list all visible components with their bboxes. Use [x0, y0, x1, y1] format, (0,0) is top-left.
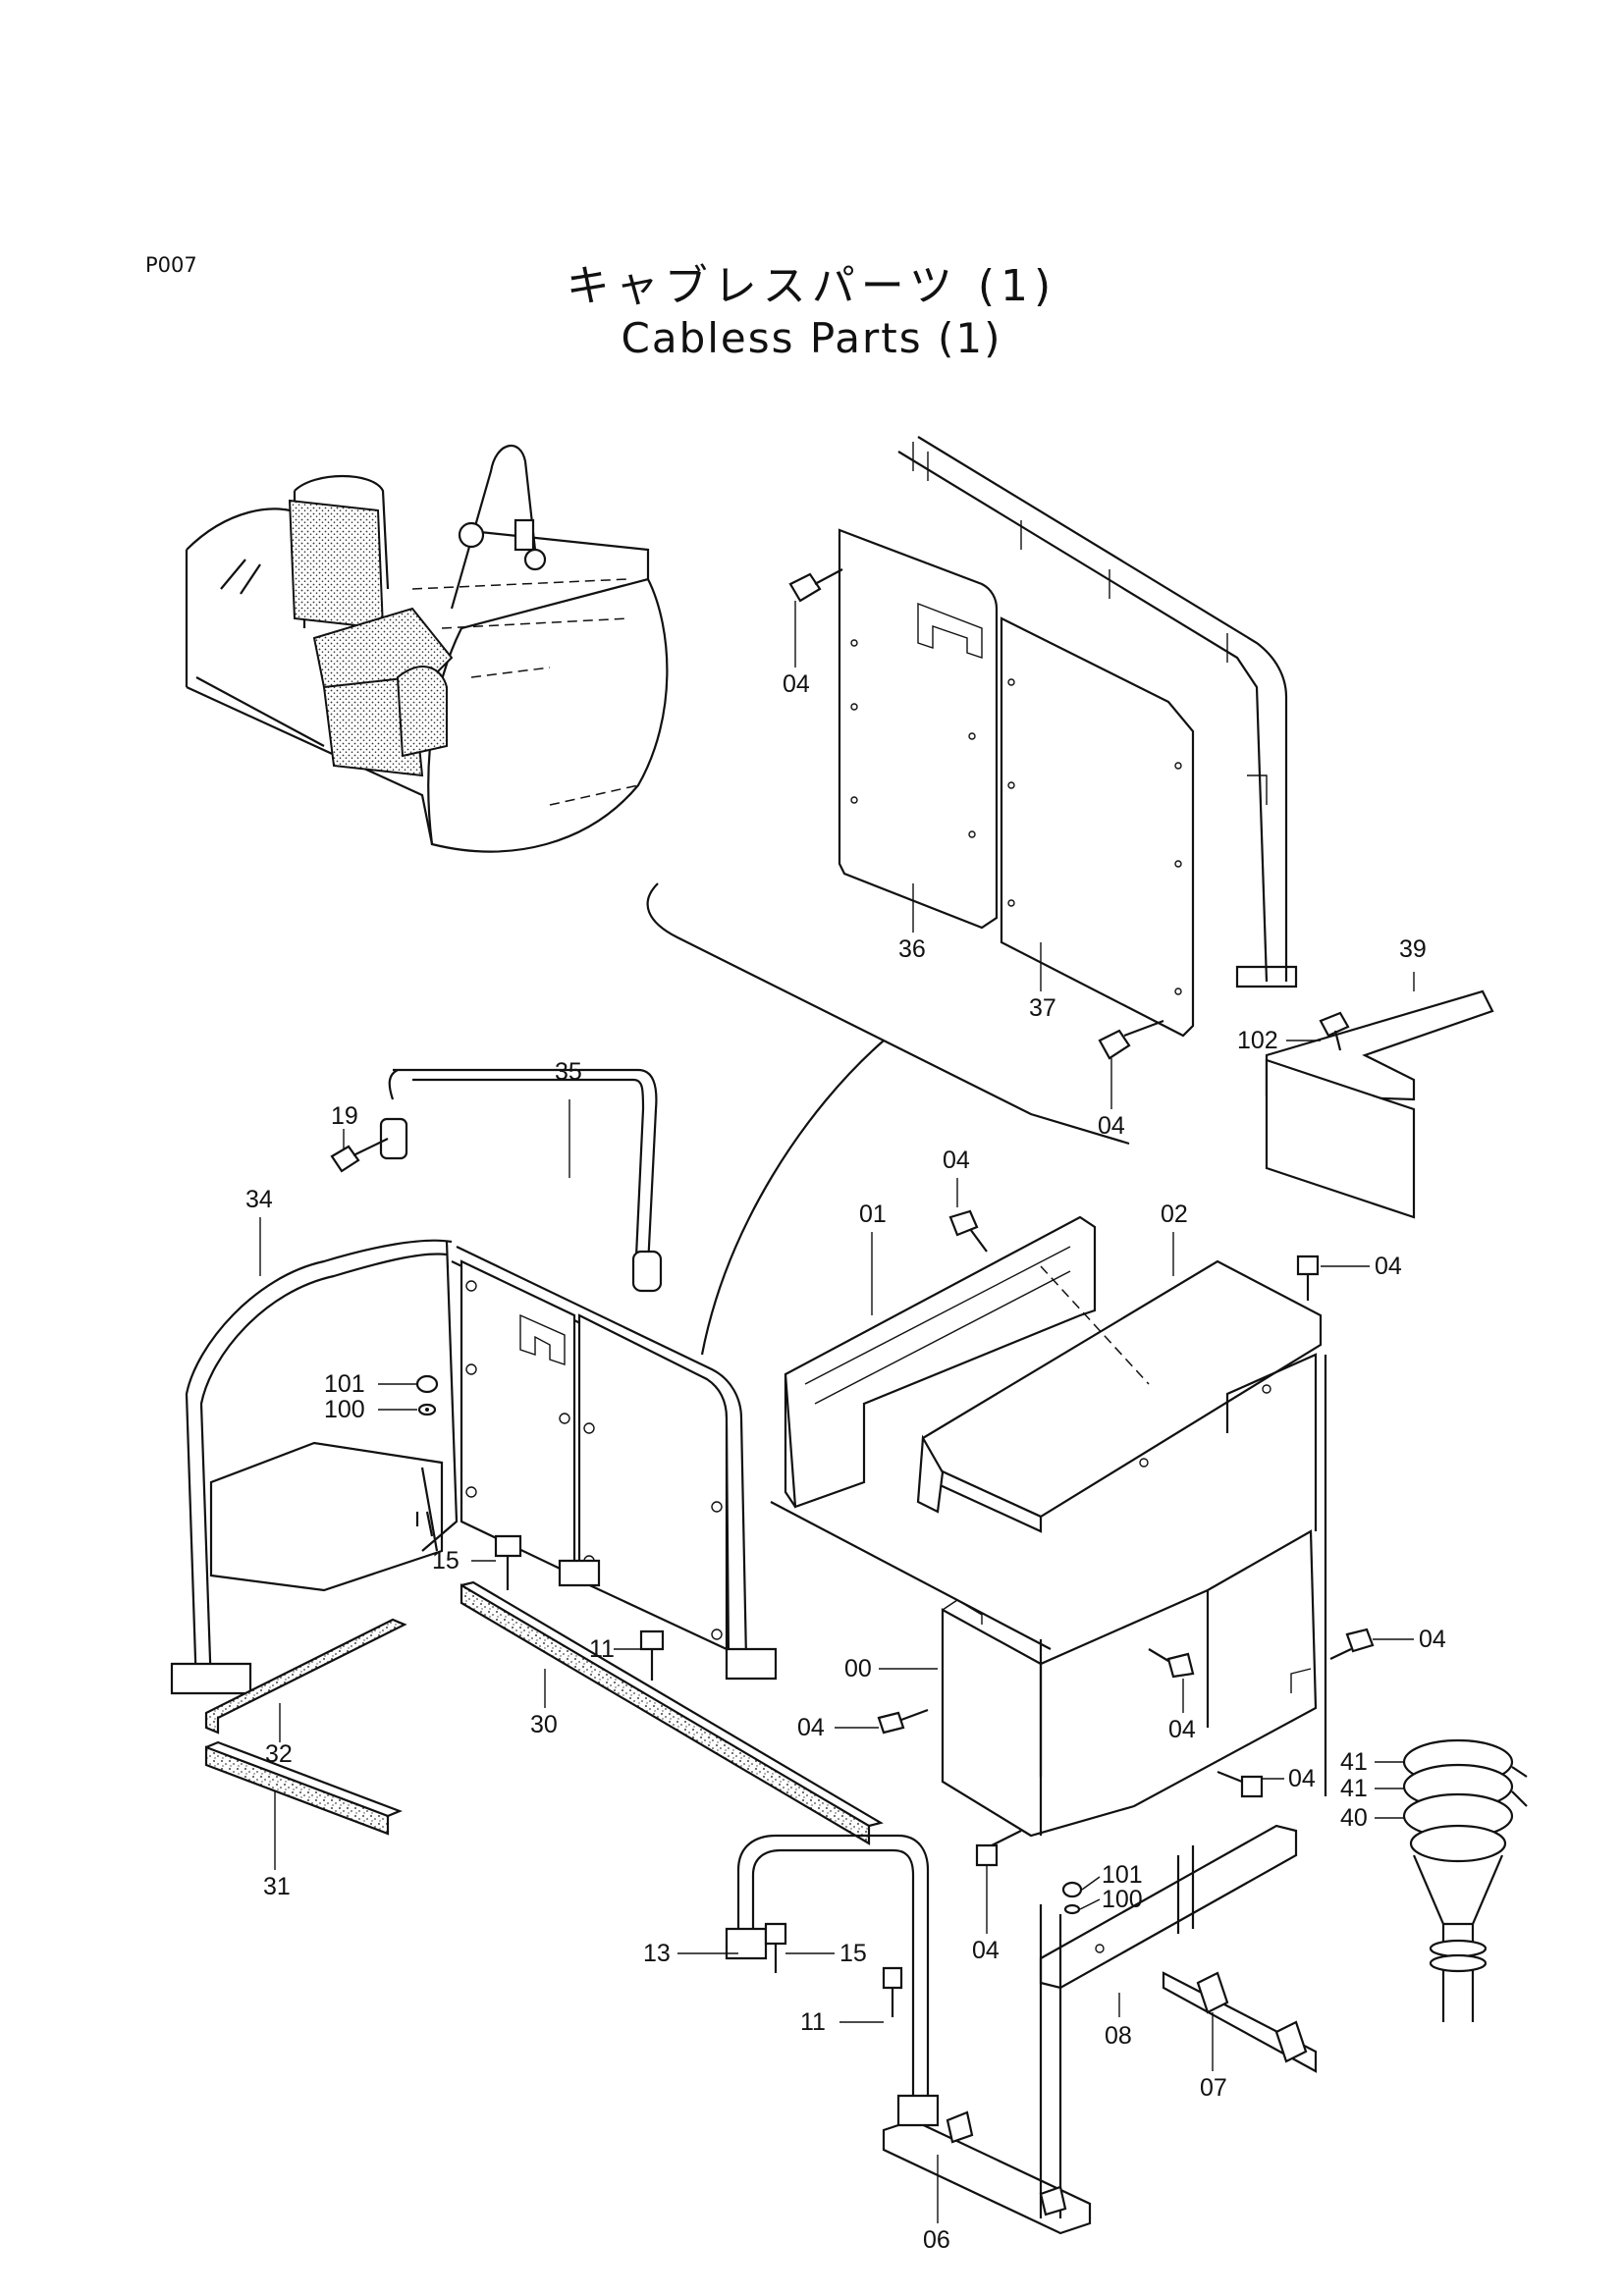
part-label-19: 19: [331, 1102, 358, 1130]
left-guard-assembly: [170, 1068, 778, 1695]
part-label-37: 37: [1029, 994, 1056, 1022]
part-label-11: 11: [589, 1635, 615, 1663]
page-title-english: Cabless Parts (1): [621, 314, 1002, 362]
part-label-34: 34: [245, 1186, 273, 1213]
page-code: P007: [145, 253, 197, 277]
part-number-labels: 04 36 37 04 102 39 35 19 34 101 100 15 1…: [245, 670, 1446, 2254]
upper-panel-assembly: [788, 436, 1494, 1219]
part-label-15: 15: [839, 1940, 867, 1967]
part-label-15: 15: [432, 1547, 460, 1575]
connection-curve: [646, 882, 1130, 1146]
part-label-100: 100: [324, 1396, 365, 1423]
machine-overview-illustration: [185, 444, 669, 853]
part-label-36: 36: [898, 935, 926, 963]
part-label-31: 31: [263, 1873, 291, 1900]
part-label-41: 41: [1340, 1748, 1368, 1776]
part-label-04: 04: [1375, 1253, 1402, 1280]
part-label-08: 08: [1105, 2022, 1132, 2050]
part-label-04: 04: [1288, 1765, 1316, 1792]
part-label-06: 06: [923, 2226, 950, 2254]
part-label-04: 04: [797, 1714, 825, 1741]
part-label-39: 39: [1399, 935, 1427, 963]
part-label-101: 101: [324, 1370, 365, 1398]
part-label-101: 101: [1102, 1861, 1143, 1889]
part-label-04: 04: [783, 670, 810, 698]
part-label-102: 102: [1237, 1027, 1278, 1054]
part-label-30: 30: [530, 1711, 558, 1738]
part-label-32: 32: [265, 1740, 293, 1768]
part-label-07: 07: [1200, 2074, 1227, 2102]
foam-strips: [204, 1580, 884, 1845]
part-label-04: 04: [1419, 1626, 1446, 1653]
part-label-100: 100: [1102, 1886, 1143, 1913]
part-label-00: 00: [844, 1655, 872, 1682]
part-label-41: 41: [1340, 1775, 1368, 1802]
part-label-04: 04: [943, 1147, 970, 1174]
part-label-35: 35: [555, 1058, 582, 1086]
part-label-01: 01: [859, 1201, 887, 1228]
part-label-02: 02: [1161, 1201, 1188, 1228]
hose-clamp-assembly: [1402, 1738, 1528, 2022]
page-title-japanese: キャブレスパーツ (1): [566, 261, 1057, 311]
part-label-04: 04: [972, 1937, 1000, 1964]
part-label-04: 04: [1098, 1112, 1125, 1140]
part-label-04: 04: [1168, 1716, 1196, 1743]
part-label-11: 11: [800, 2008, 826, 2036]
part-label-40: 40: [1340, 1804, 1368, 1832]
right-cover-assembly: [770, 1209, 1375, 1867]
leader-lines: [259, 601, 1415, 2223]
part-label-13: 13: [643, 1940, 671, 1967]
lower-bracket-assembly: [725, 1355, 1327, 2235]
